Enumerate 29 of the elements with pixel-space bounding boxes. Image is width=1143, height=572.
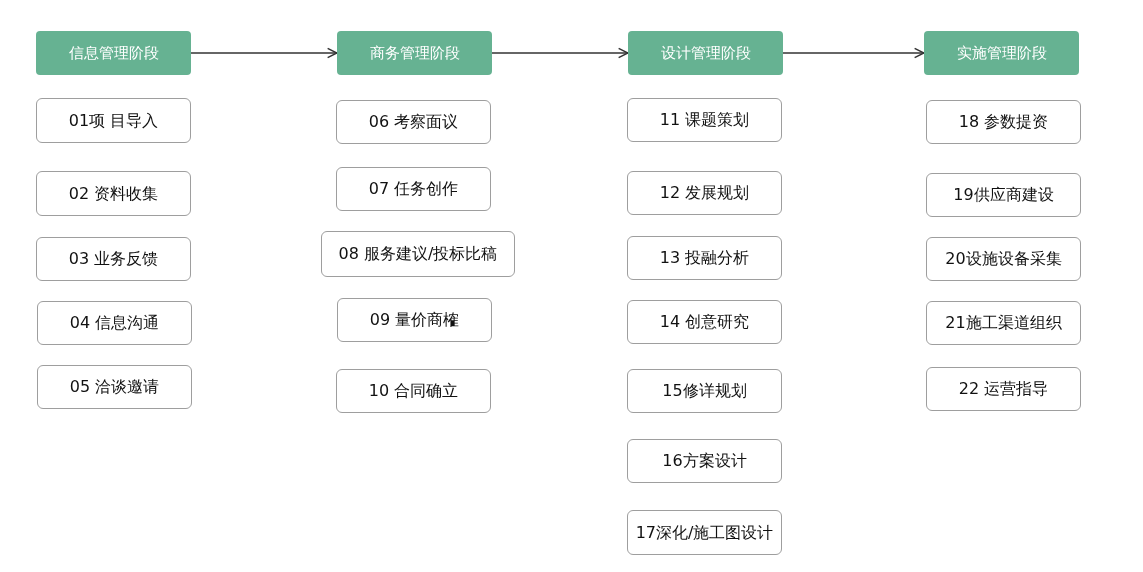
arrow bbox=[190, 47, 338, 59]
step-box: 14 创意研究 bbox=[627, 300, 782, 344]
stage-header: 设计管理阶段 bbox=[628, 31, 783, 75]
step-box: 10 合同确立 bbox=[336, 369, 491, 413]
step-box: 04 信息沟通 bbox=[37, 301, 192, 345]
step-box: 06 考察面议 bbox=[336, 100, 491, 144]
step-box: 19供应商建设 bbox=[926, 173, 1081, 217]
stage-header: 商务管理阶段 bbox=[337, 31, 492, 75]
step-box: 02 资料收集 bbox=[36, 171, 191, 216]
step-box: 16方案设计 bbox=[627, 439, 782, 483]
step-box: 13 投融分析 bbox=[627, 236, 782, 280]
step-box: 21施工渠道组织 bbox=[926, 301, 1081, 345]
step-box: 12 发展规划 bbox=[627, 171, 782, 215]
step-box: 11 课题策划 bbox=[627, 98, 782, 142]
step-box: 07 任务创作 bbox=[336, 167, 491, 211]
step-box: 05 洽谈邀请 bbox=[37, 365, 192, 409]
step-box: 17深化/施工图设计 bbox=[627, 510, 782, 555]
arrow bbox=[782, 47, 925, 59]
stage-header: 实施管理阶段 bbox=[924, 31, 1079, 75]
step-box: 01项 目导入 bbox=[36, 98, 191, 143]
step-box: 09 量价商榷 bbox=[337, 298, 492, 342]
step-box: 15修详规划 bbox=[627, 369, 782, 413]
stage-header: 信息管理阶段 bbox=[36, 31, 191, 75]
step-box: 18 参数提资 bbox=[926, 100, 1081, 144]
step-box: 08 服务建议/投标比稿 bbox=[321, 231, 515, 277]
arrow bbox=[491, 47, 629, 59]
step-box: 20设施设备采集 bbox=[926, 237, 1081, 281]
step-box: 22 运营指导 bbox=[926, 367, 1081, 411]
step-box: 03 业务反馈 bbox=[36, 237, 191, 281]
